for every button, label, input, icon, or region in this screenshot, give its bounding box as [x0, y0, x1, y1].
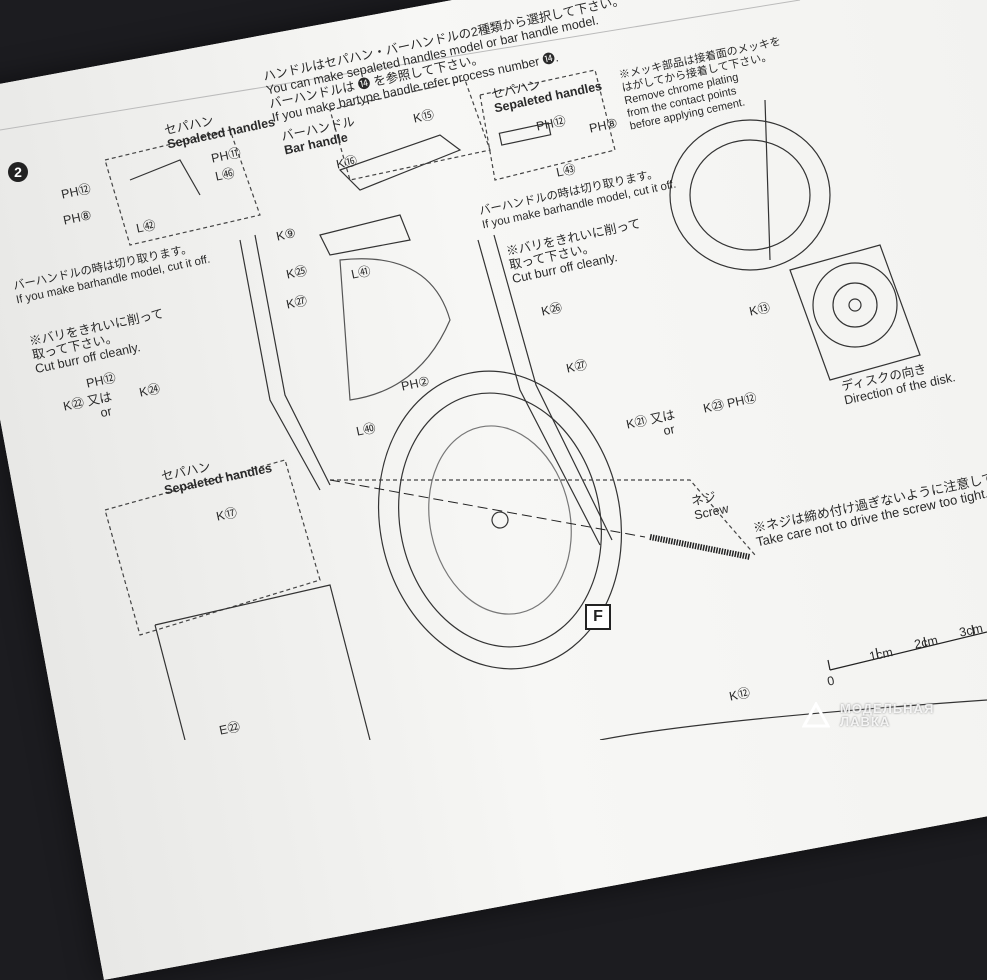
front-wheel	[377, 370, 623, 670]
e22-box	[154, 584, 371, 740]
detail-boxes	[104, 69, 756, 636]
scale-ruler	[827, 624, 987, 671]
callout-F: F	[585, 604, 611, 630]
front-forks	[239, 214, 613, 546]
watermark-logo-icon	[802, 702, 830, 728]
handlebar-parts	[129, 122, 552, 196]
watermark: МОДЕЛЬНАЯ ЛАВКА	[802, 701, 935, 729]
screw	[329, 479, 751, 560]
assembly-drawing	[0, 0, 987, 740]
frame-part-k12	[599, 699, 987, 740]
disk-detail	[669, 99, 921, 381]
watermark-line2: ЛАВКА	[840, 714, 891, 729]
watermark-line1: МОДЕЛЬНАЯ	[840, 701, 935, 716]
step-number: 2	[8, 162, 28, 182]
page-edge-line	[0, 0, 801, 131]
